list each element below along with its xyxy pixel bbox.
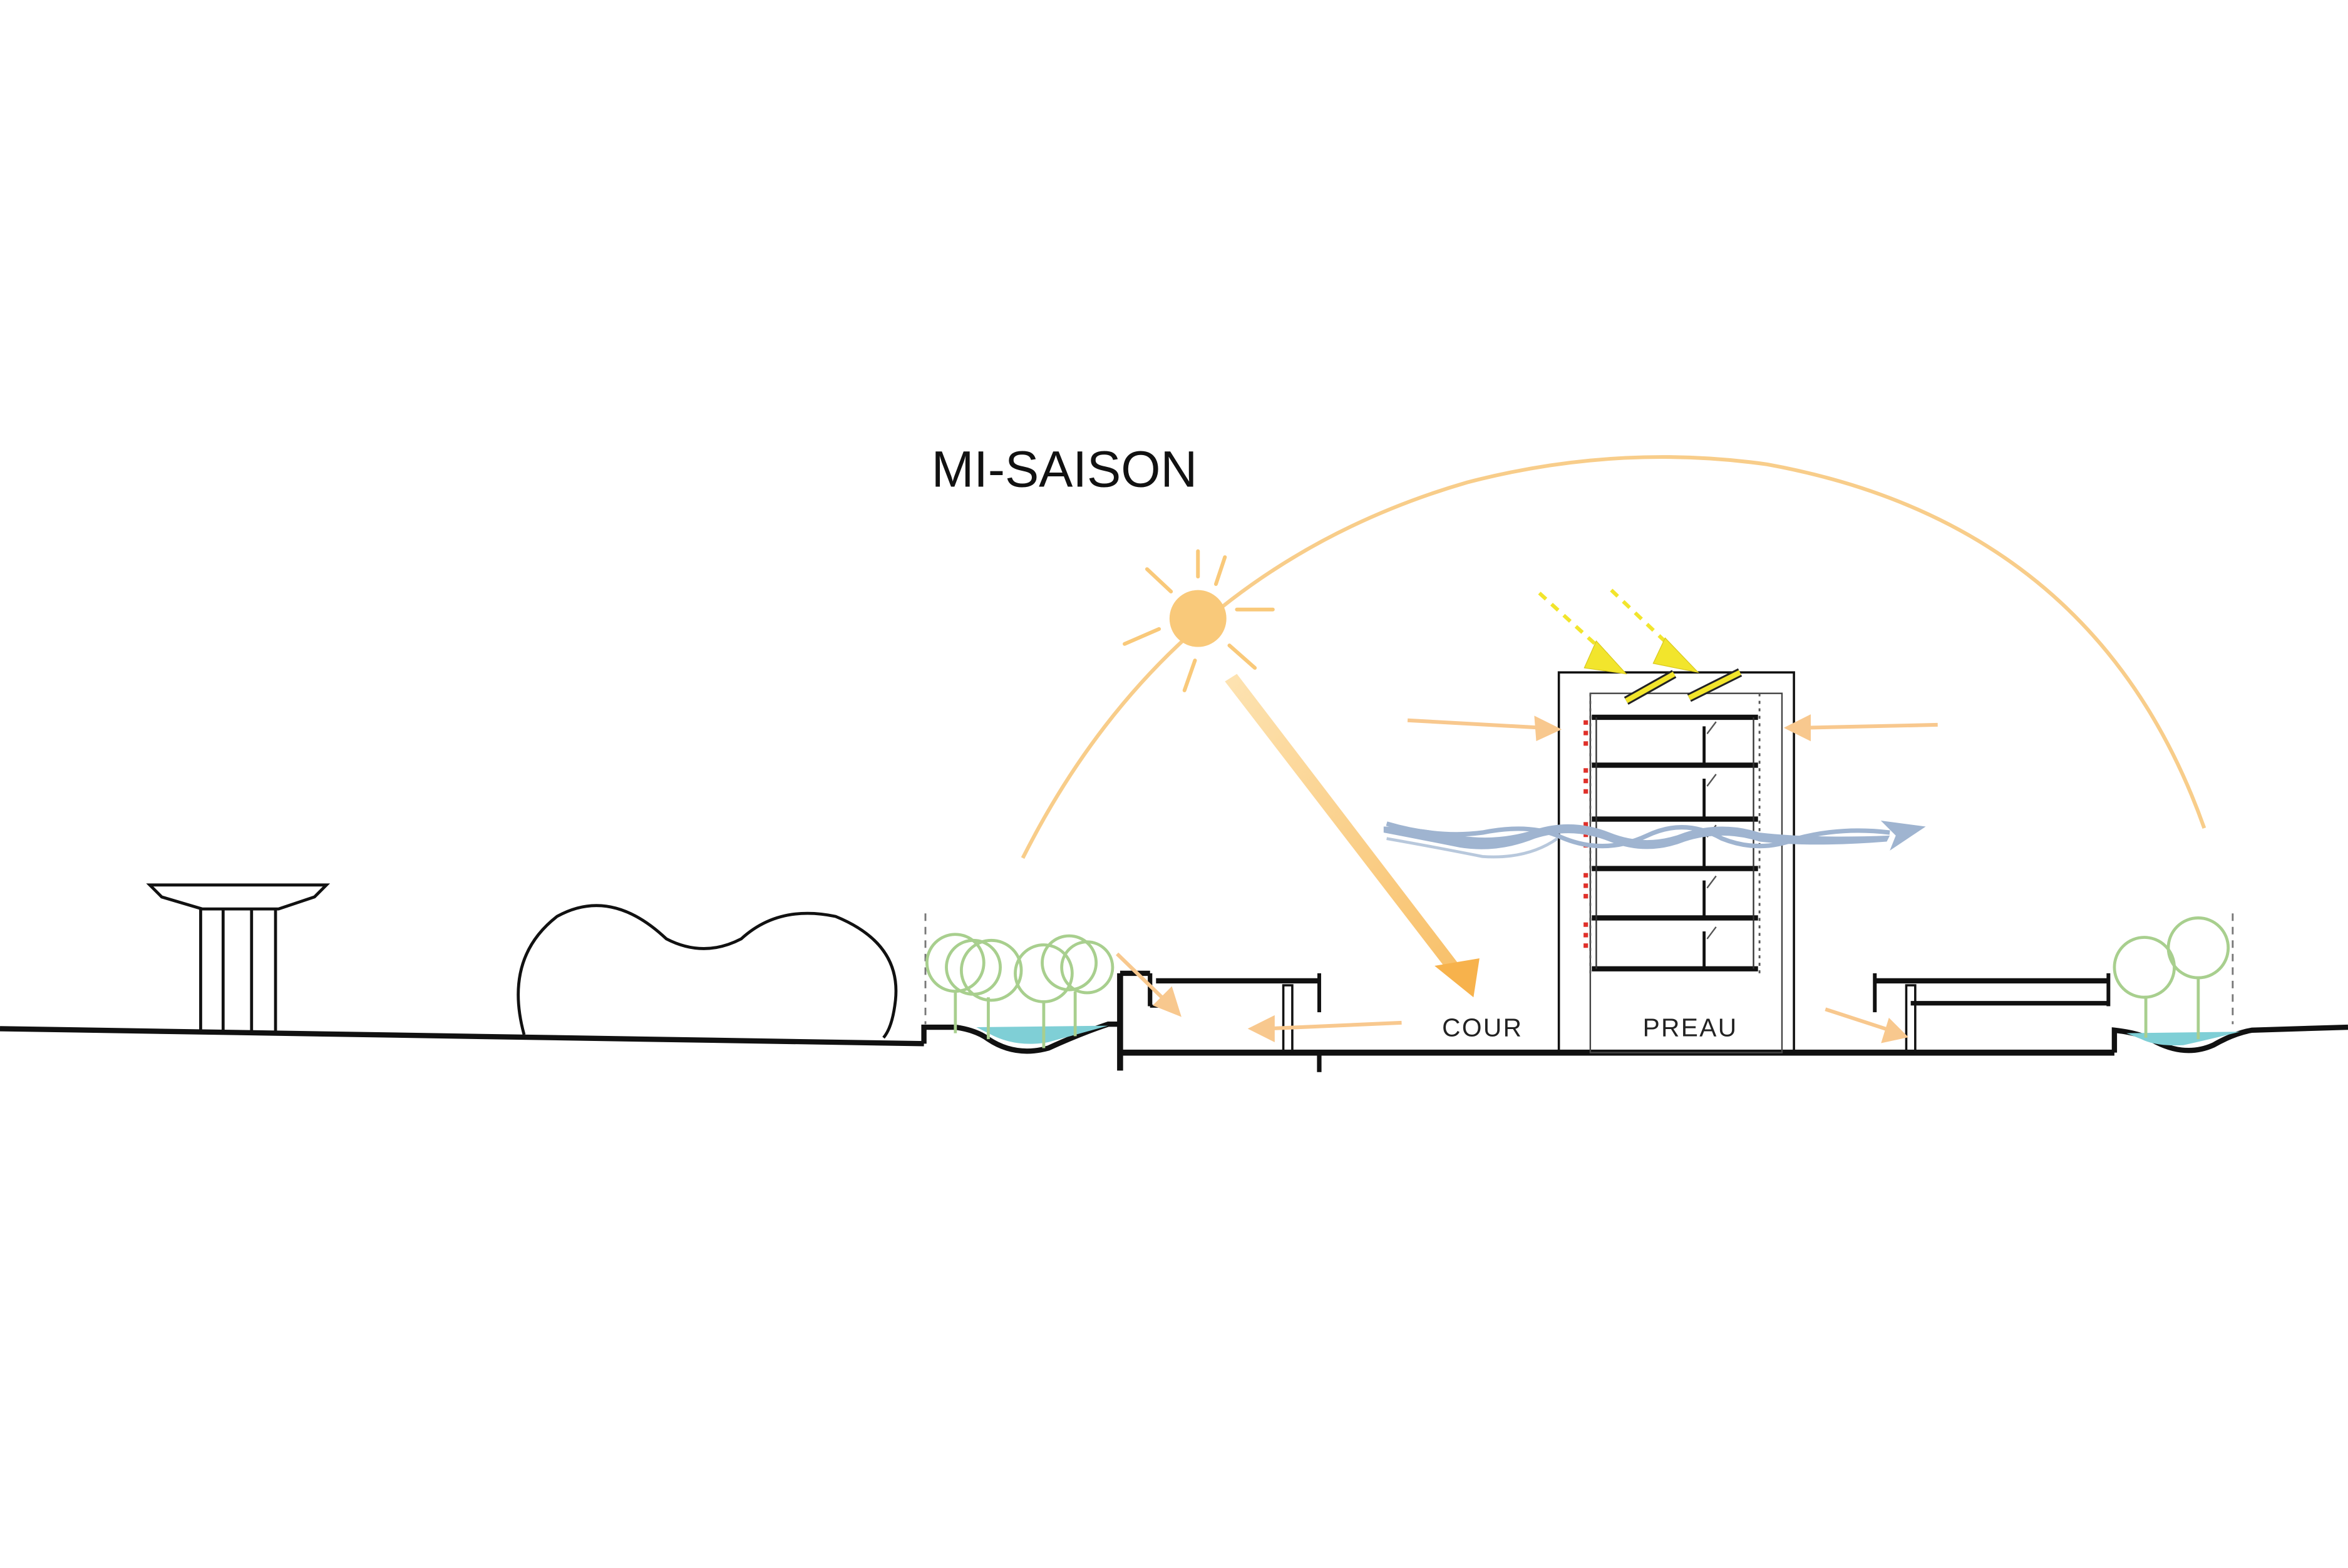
tree-icon (925, 933, 1115, 1048)
sun-icon (1123, 549, 1275, 692)
ventilation-arrows (1116, 714, 1938, 1043)
tree-icon (2113, 916, 2230, 1040)
sun-ray-arrow (1225, 674, 1480, 998)
low-building-right (1873, 973, 2111, 1053)
tall-building (1557, 671, 1795, 1054)
sun-path-arc (1021, 455, 2206, 859)
ground-line (0, 973, 2348, 1071)
diagram-title: MI-SAISON (932, 441, 1198, 498)
elevated-platform (146, 883, 331, 1032)
label-courtyard: COUR (1442, 1013, 1523, 1042)
building-floors (1592, 714, 1758, 971)
label-covered-yard: PREAU (1643, 1013, 1738, 1042)
solar-gain-arrows (1538, 588, 1699, 675)
solar-panel-icon (1624, 668, 1743, 705)
bubble-pavilion (517, 904, 898, 1039)
wind-icon (1383, 820, 1926, 859)
water-channel-right (2126, 1032, 2240, 1046)
